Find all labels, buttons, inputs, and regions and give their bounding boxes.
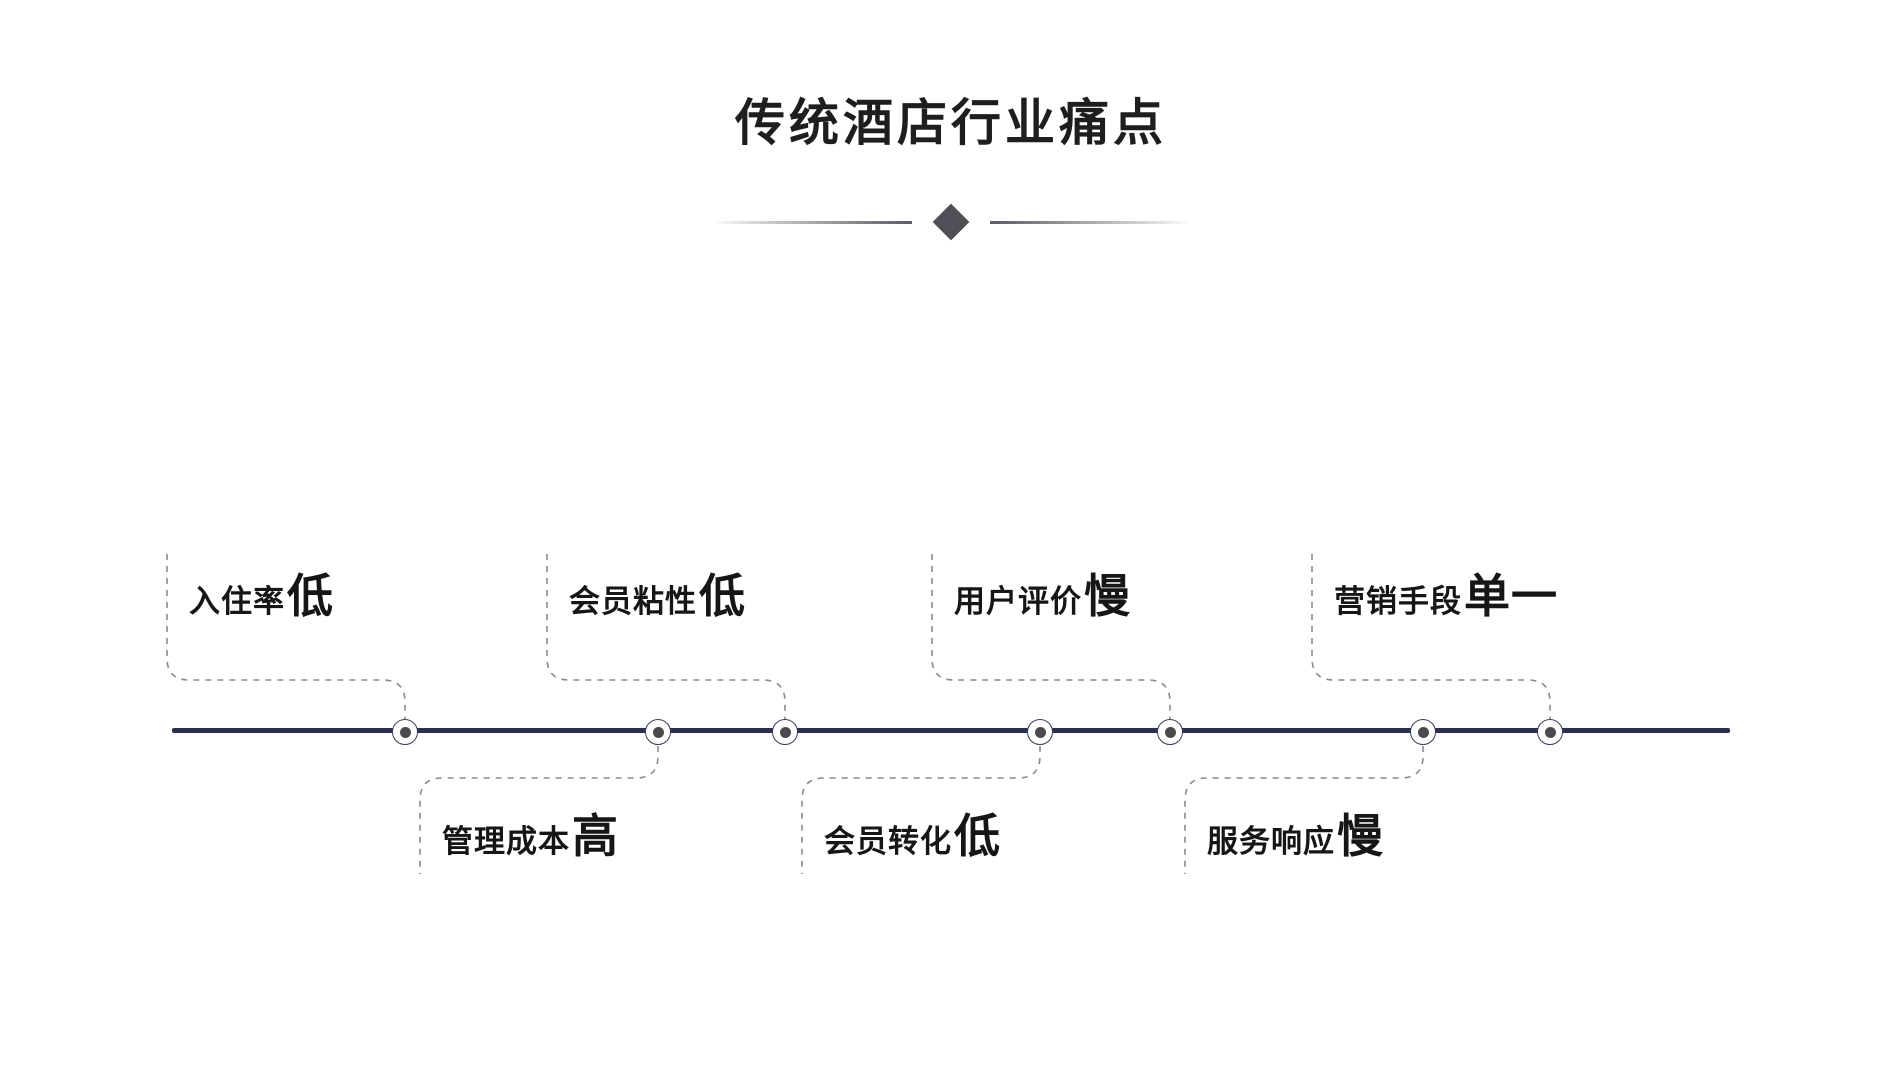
diamond-ornament-icon	[932, 203, 970, 241]
pain-point-prefix: 入住率	[189, 584, 285, 619]
pain-point-label: 会员粘性低	[569, 560, 746, 626]
timeline-node[interactable]	[1157, 719, 1183, 745]
timeline-node-dot-icon	[779, 726, 791, 738]
timeline-node[interactable]	[645, 719, 671, 745]
pain-point-label: 用户评价慢	[954, 560, 1131, 626]
pain-point-accent: 慢	[1084, 570, 1131, 622]
title-divider	[711, 200, 1191, 244]
timeline-node-dot-icon	[399, 726, 411, 738]
timeline-node[interactable]	[772, 719, 798, 745]
pain-point-prefix: 会员转化	[824, 824, 952, 859]
timeline-node-dot-icon	[1544, 726, 1556, 738]
timeline-node[interactable]	[1410, 719, 1436, 745]
pain-point-label: 营销手段单一	[1334, 560, 1558, 626]
timeline-node-dot-icon	[1417, 726, 1429, 738]
timeline-node-dot-icon	[1164, 726, 1176, 738]
timeline-node[interactable]	[1027, 719, 1053, 745]
pain-point-label: 会员转化低	[824, 800, 1001, 866]
header: 传统酒店行业痛点	[0, 96, 1902, 151]
divider-line-right	[990, 220, 1191, 224]
pain-point-prefix: 服务响应	[1207, 824, 1335, 859]
timeline-node[interactable]	[1537, 719, 1563, 745]
pain-point-label: 入住率低	[189, 560, 334, 626]
pain-point-accent: 低	[954, 810, 1001, 862]
pain-point-prefix: 用户评价	[954, 584, 1082, 619]
pain-point-accent: 低	[287, 570, 334, 622]
pain-point-accent: 单一	[1464, 570, 1558, 622]
pain-point-label: 管理成本高	[442, 800, 619, 866]
divider-line-left	[711, 220, 912, 224]
pain-point-prefix: 会员粘性	[569, 584, 697, 619]
pain-point-prefix: 管理成本	[442, 824, 570, 859]
timeline-node[interactable]	[392, 719, 418, 745]
timeline-node-dot-icon	[652, 726, 664, 738]
pain-point-accent: 慢	[1337, 810, 1384, 862]
pain-point-label: 服务响应慢	[1207, 800, 1384, 866]
page-title: 传统酒店行业痛点	[735, 95, 1167, 151]
timeline-node-dot-icon	[1034, 726, 1046, 738]
pain-point-accent: 高	[572, 810, 619, 862]
pain-point-prefix: 营销手段	[1334, 584, 1462, 619]
pain-point-accent: 低	[699, 570, 746, 622]
